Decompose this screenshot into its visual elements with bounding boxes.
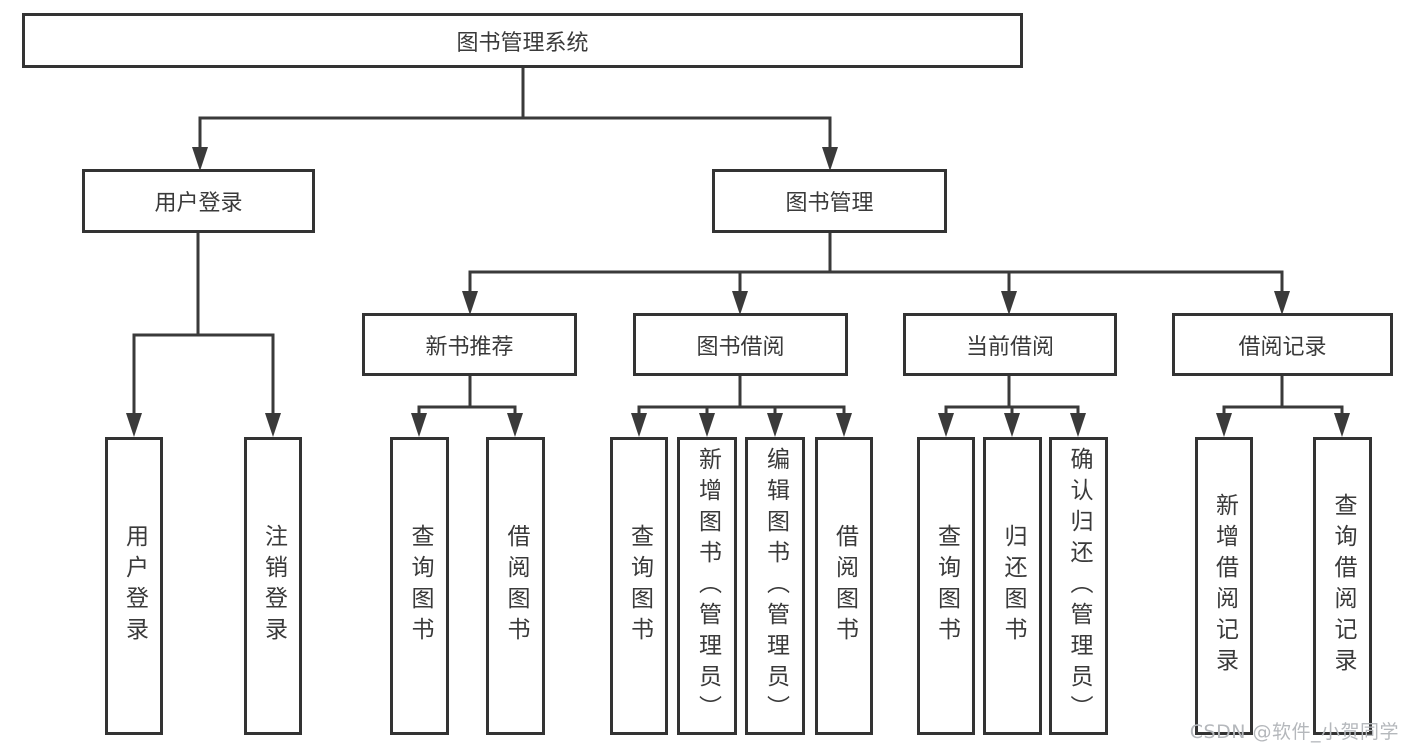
leaf-query-books-recommend: 查询图书 xyxy=(390,437,449,735)
node-user-login: 用户登录 xyxy=(82,169,315,233)
leaf-query-books-current: 查询图书 xyxy=(917,437,975,735)
leaf-return-books: 归还图书 xyxy=(983,437,1042,735)
node-book-borrow: 图书借阅 xyxy=(633,313,848,376)
leaf-borrow-books-recommend: 借阅图书 xyxy=(486,437,545,735)
node-book-management: 图书管理 xyxy=(712,169,947,233)
connector-level3 xyxy=(417,374,1344,420)
node-root-system: 图书管理系统 xyxy=(22,13,1023,68)
connector-user-login xyxy=(132,231,275,420)
leaf-query-borrow-record: 查询借阅记录 xyxy=(1313,437,1372,735)
leaf-borrow-books: 借阅图书 xyxy=(815,437,873,735)
connector-root xyxy=(198,66,832,152)
arrowheads xyxy=(126,147,1350,437)
leaf-logout: 注销登录 xyxy=(244,437,302,735)
node-new-book-recommend: 新书推荐 xyxy=(362,313,577,376)
node-current-borrow: 当前借阅 xyxy=(903,313,1117,376)
leaf-add-books-admin: 新增图书（管理员） xyxy=(677,437,737,735)
leaf-confirm-return-admin: 确认归还（管理员） xyxy=(1049,437,1108,735)
leaf-edit-books-admin: 编辑图书（管理员） xyxy=(745,437,805,735)
leaf-add-borrow-record: 新增借阅记录 xyxy=(1195,437,1253,735)
leaf-query-books-borrow: 查询图书 xyxy=(610,437,668,735)
watermark: CSDN @软件_小贺同学 xyxy=(1189,721,1399,743)
leaf-user-login: 用户登录 xyxy=(105,437,163,735)
node-borrow-records: 借阅记录 xyxy=(1172,313,1393,376)
connector-book-management xyxy=(468,231,1284,296)
